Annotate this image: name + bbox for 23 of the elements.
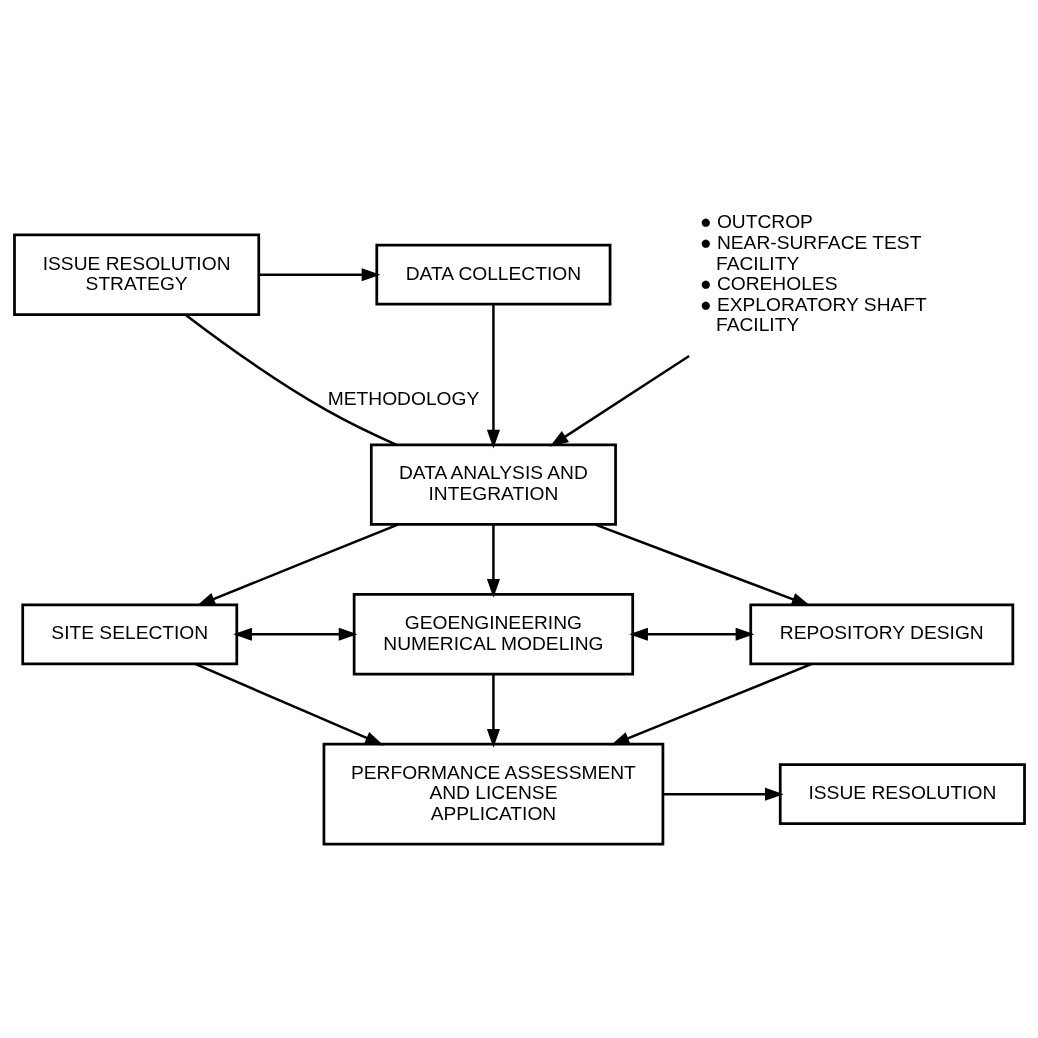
arrow: [594, 523, 810, 606]
arrow: [610, 662, 812, 746]
node-box: DATA ANALYSIS AND INTEGRATION: [369, 443, 617, 526]
node-box: PERFORMANCE ASSESSMENT AND LICENSE APPLICATION: [322, 742, 664, 846]
connector: [184, 313, 397, 446]
edge-label: METHODOLOGY: [327, 388, 479, 410]
node-box: ISSUE RESOLUTION: [778, 763, 1026, 825]
arrow: [486, 524, 500, 598]
arrow: [196, 523, 398, 606]
node-box: ISSUE RESOLUTION STRATEGY: [12, 233, 260, 316]
node-box: SITE SELECTION: [20, 603, 238, 666]
node-box: REPOSITORY DESIGN: [748, 603, 1014, 666]
arrow: [232, 627, 357, 641]
arrow: [486, 304, 500, 449]
arrow: [258, 268, 380, 282]
node-box: DATA COLLECTION: [374, 243, 611, 306]
arrow: [549, 354, 690, 447]
arrow: [194, 662, 384, 746]
node-box: GEOENGINEERING NUMERICAL MODELING: [352, 593, 634, 676]
arrow: [662, 787, 784, 801]
arrow: [628, 627, 754, 641]
arrow: [486, 674, 500, 748]
node-text: ● OUTCROP ● NEAR-SURFACE TEST FACILITY ● COREHOLES ● EXPLORATORY SHAFT FACILITY: [699, 211, 927, 336]
